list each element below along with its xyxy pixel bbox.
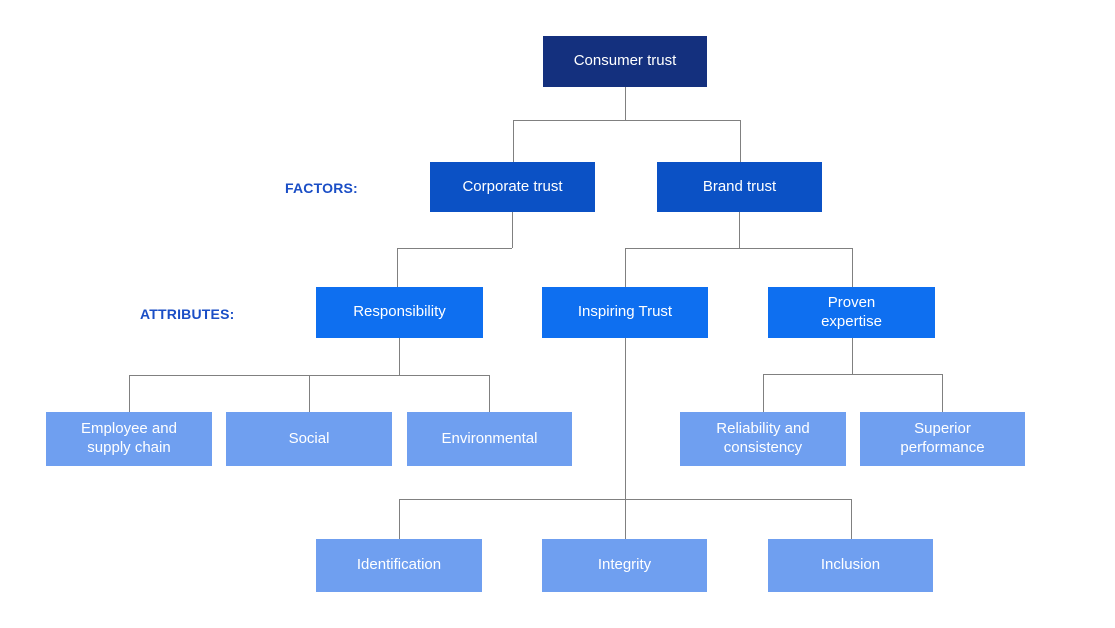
node-consumer-trust: Consumer trust xyxy=(543,36,707,87)
connector-line xyxy=(625,338,626,499)
connector-line xyxy=(763,374,764,412)
node-inspiring-trust: Inspiring Trust xyxy=(542,287,708,338)
connector-line xyxy=(852,248,853,287)
node-identification: Identification xyxy=(316,539,482,592)
connector-line xyxy=(399,338,400,375)
node-social: Social xyxy=(226,412,392,466)
connector-line xyxy=(512,212,513,248)
node-inclusion: Inclusion xyxy=(768,539,933,592)
connector-line xyxy=(852,338,853,374)
connector-line xyxy=(489,375,490,412)
connector-line xyxy=(625,87,626,120)
node-environmental: Environmental xyxy=(407,412,572,466)
node-brand-trust: Brand trust xyxy=(657,162,822,212)
node-proven-expertise: Proven expertise xyxy=(768,287,935,338)
connector-line xyxy=(942,374,943,412)
connector-line xyxy=(739,212,740,248)
node-corporate-trust: Corporate trust xyxy=(430,162,595,212)
node-integrity: Integrity xyxy=(542,539,707,592)
connector-line xyxy=(397,248,398,287)
connector-line xyxy=(129,375,130,412)
attributes-row-label: ATTRIBUTES: xyxy=(140,306,235,322)
connector-line xyxy=(513,120,740,121)
connector-line xyxy=(740,120,741,162)
connector-line xyxy=(625,499,626,539)
connector-line xyxy=(399,499,400,539)
connector-line xyxy=(851,499,852,539)
connector-line xyxy=(625,248,626,287)
node-responsibility: Responsibility xyxy=(316,287,483,338)
node-superior-performance: Superior performance xyxy=(860,412,1025,466)
connector-line xyxy=(309,375,310,412)
connector-line xyxy=(397,248,512,249)
connector-line xyxy=(513,120,514,162)
node-employee-supply-chain: Employee and supply chain xyxy=(46,412,212,466)
connector-line xyxy=(763,374,942,375)
connector-line xyxy=(625,248,852,249)
factors-row-label: FACTORS: xyxy=(285,180,358,196)
node-reliability-consistency: Reliability and consistency xyxy=(680,412,846,466)
